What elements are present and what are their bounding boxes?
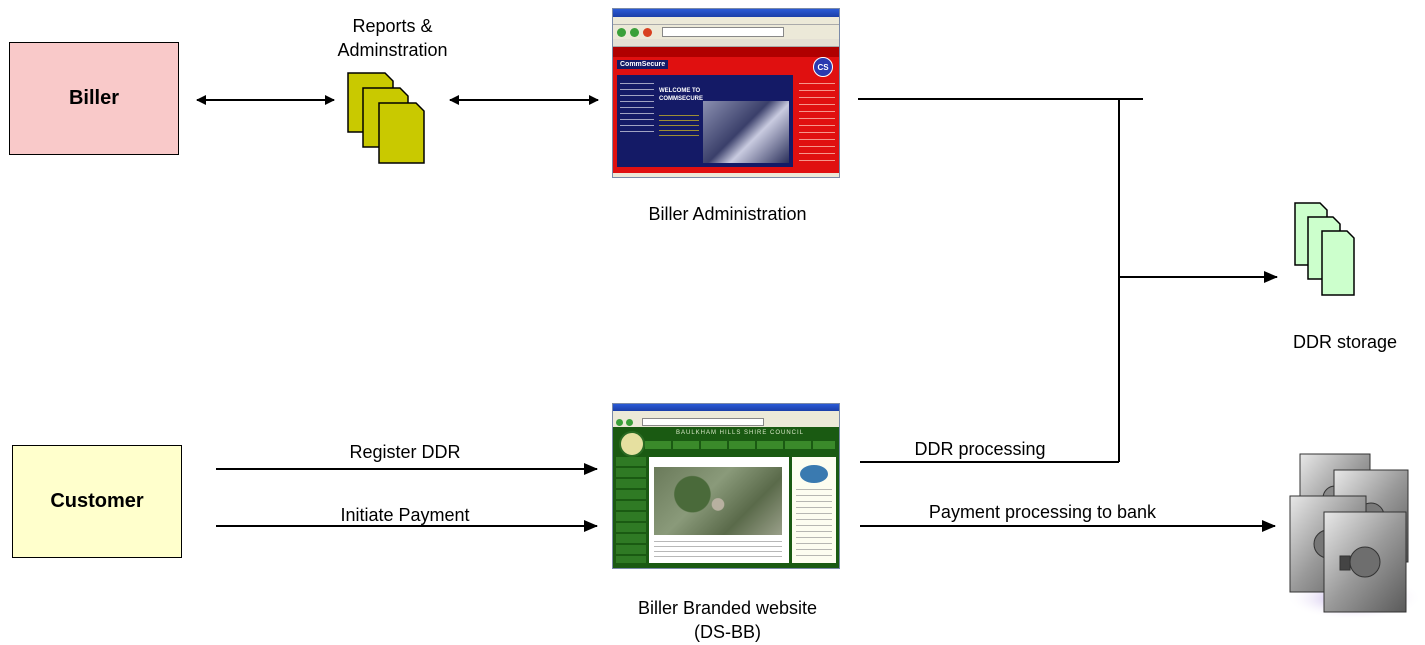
window-menubar: [613, 17, 839, 25]
payment-processing-label: Payment processing to bank: [928, 502, 1157, 522]
forward-icon: [630, 27, 639, 37]
admin-main-panel: WELCOME TO COMMSECURE: [617, 75, 793, 167]
admin-photo: [703, 101, 789, 163]
forward-icon: [626, 418, 633, 426]
register-ddr-label: Register DDR: [349, 442, 461, 462]
customer-label: Customer: [50, 490, 144, 512]
window-toolbar: [613, 25, 839, 39]
admin-body-text: [659, 115, 699, 137]
bank-vault-icon: [1286, 453, 1422, 620]
site-text: [654, 541, 782, 559]
back-icon: [617, 27, 626, 37]
site-right-panel: [792, 457, 836, 563]
address-bar: [642, 418, 764, 426]
site-nav-tabs: [645, 441, 835, 449]
biller-admin-screenshot: CommSecure CS WELCOME TO COMMSECURE: [612, 8, 840, 178]
address-bar: [662, 27, 784, 37]
stop-icon: [643, 27, 652, 37]
site-crest-icon: [619, 431, 645, 457]
back-icon: [616, 418, 623, 426]
biller-admin-label: Biller Administration: [648, 204, 807, 224]
site-aerial-photo: [654, 467, 782, 535]
admin-page: CommSecure CS WELCOME TO COMMSECURE: [613, 47, 839, 173]
admin-welcome: WELCOME TO COMMSECURE: [659, 88, 704, 102]
site-sidebar: [616, 457, 646, 563]
site-panel-text: [796, 489, 832, 559]
bookmarks-bar: [613, 39, 839, 47]
site-banner: BAULKHAM HILLS SHIRE COUNCIL: [675, 430, 805, 436]
reports-label: Reports & Adminstration: [337, 16, 448, 60]
biller-box: Biller: [9, 42, 179, 155]
customer-box: Customer: [12, 445, 182, 558]
window-menubar: [613, 411, 839, 417]
branded-website-screenshot: BAULKHAM HILLS SHIRE COUNCIL: [612, 403, 840, 569]
admin-nav: [620, 83, 654, 133]
biller-label: Biller: [68, 87, 120, 109]
site-panel-logo: [800, 465, 828, 483]
site-page: BAULKHAM HILLS SHIRE COUNCIL: [613, 427, 839, 568]
ddr-processing-label: DDR processing: [914, 439, 1046, 459]
admin-side-list: [799, 83, 835, 163]
reports-document-stack-icon: [347, 72, 425, 164]
window-titlebar: [613, 404, 839, 411]
branded-website-label: Biller Branded website (DS-BB): [637, 598, 818, 642]
admin-brand: CommSecure: [617, 60, 669, 69]
window-titlebar: [613, 9, 839, 17]
window-statusbar: [613, 173, 839, 177]
window-toolbar: [613, 417, 839, 427]
initiate-payment-label: Initiate Payment: [340, 505, 470, 525]
site-content: [649, 457, 789, 563]
admin-header-strip: [613, 47, 839, 57]
ddr-storage-document-stack-icon: [1294, 202, 1355, 296]
admin-logo: CS: [813, 57, 833, 77]
ddr-storage-label: DDR storage: [1292, 332, 1398, 352]
